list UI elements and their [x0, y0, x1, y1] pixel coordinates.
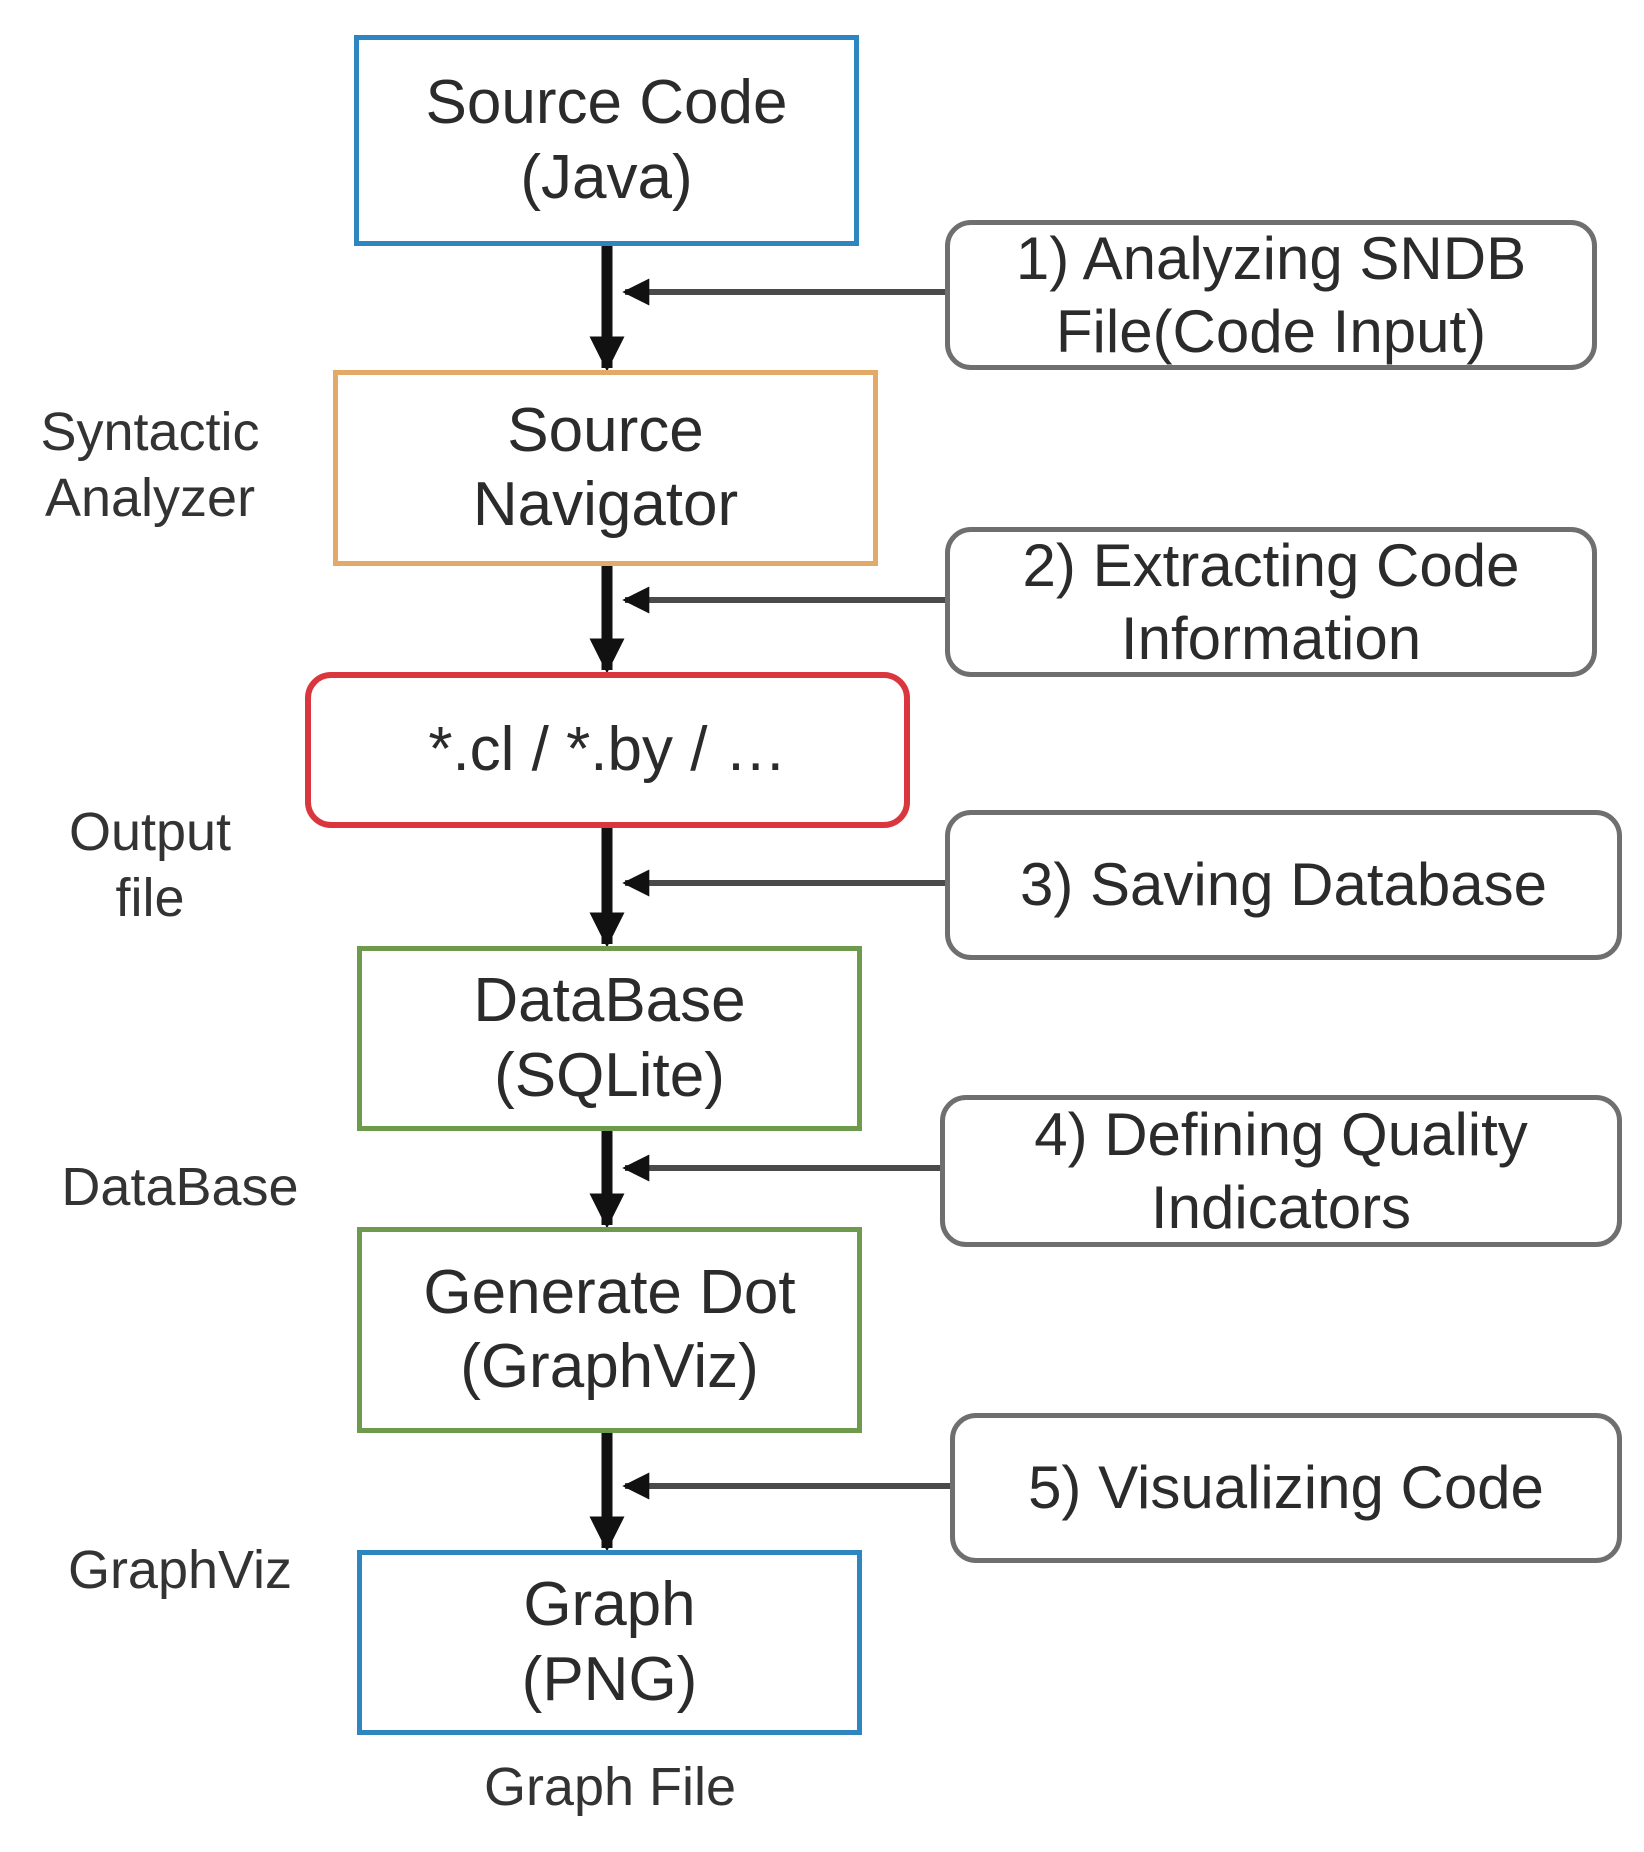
source-navigator-node: Source Navigator — [333, 370, 878, 566]
step-1-box: 1) Analyzing SNDB File(Code Input) — [945, 220, 1597, 370]
side-label-output-file: Output file — [68, 802, 232, 928]
output-file-node: *.cl / *.by / … — [305, 672, 910, 828]
side-label-graphviz: GraphViz — [67, 1540, 293, 1600]
step-text: 4) Defining Quality — [1034, 1100, 1528, 1168]
node-text: DataBase — [473, 966, 746, 1036]
step-2-box: 2) Extracting Code Information — [945, 527, 1597, 677]
node-text: *.cl / *.by / … — [428, 714, 787, 784]
node-text: Source — [507, 395, 704, 465]
graph-node: Graph (PNG) — [357, 1550, 862, 1735]
step-3-box: 3) Saving Database — [945, 810, 1622, 960]
source-code-node: Source Code (Java) — [354, 35, 859, 246]
node-text: Source Code — [425, 68, 788, 138]
node-text: Navigator — [472, 470, 739, 539]
step-4-box: 4) Defining Quality Indicators — [940, 1095, 1622, 1247]
step-text: File(Code Input) — [1055, 298, 1487, 365]
step-text: Indicators — [1150, 1174, 1412, 1241]
node-text: Graph — [523, 1570, 696, 1640]
node-text: (SQLite) — [494, 1040, 725, 1110]
node-text: (Java) — [520, 142, 693, 212]
node-text: (PNG) — [521, 1644, 698, 1714]
generate-dot-node: Generate Dot (GraphViz) — [357, 1227, 862, 1433]
side-label-database: DataBase — [61, 1157, 299, 1217]
step-text: Information — [1120, 605, 1422, 672]
database-node: DataBase (SQLite) — [357, 946, 862, 1131]
node-text: (GraphViz) — [460, 1332, 759, 1401]
step-5-box: 5) Visualizing Code — [950, 1413, 1622, 1563]
step-text: 5) Visualizing Code — [1028, 1454, 1544, 1522]
side-label-syntactic-analyzer: Syntactic Analyzer — [40, 402, 260, 528]
node-text: Generate Dot — [423, 1257, 796, 1327]
step-text: 1) Analyzing SNDB — [1015, 224, 1527, 292]
step-text: 3) Saving Database — [1020, 851, 1547, 919]
side-label-graph-file: Graph File — [483, 1757, 737, 1817]
step-text: 2) Extracting Code — [1022, 531, 1520, 599]
